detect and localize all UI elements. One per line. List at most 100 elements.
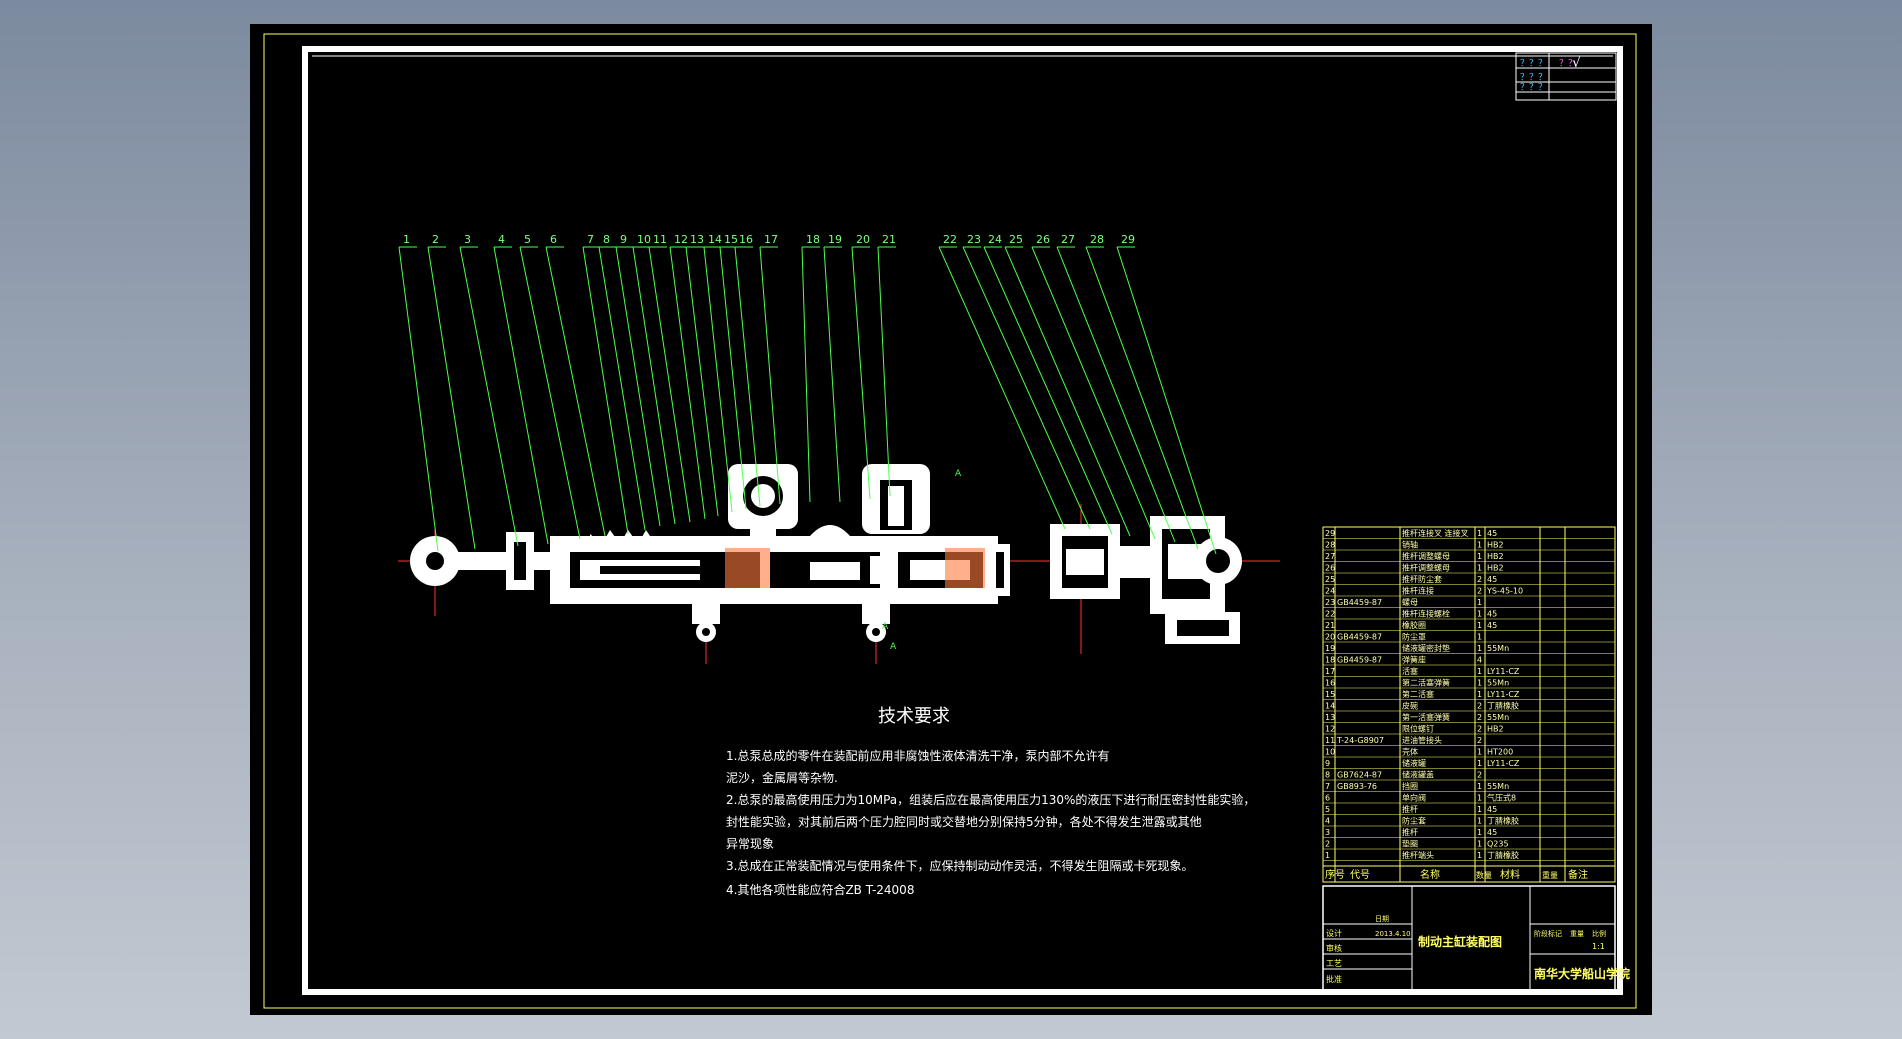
- bom-cell: 推杆调整螺母: [1402, 551, 1450, 561]
- tb-approve-label: 批准: [1326, 974, 1342, 984]
- bom-cell: GB4459-87: [1337, 633, 1382, 642]
- part-label-1: 1: [403, 233, 410, 246]
- bom-cell: 气压式8: [1487, 793, 1516, 803]
- bom-cell: 1: [1477, 667, 1482, 676]
- bom-cell: 15: [1325, 690, 1335, 699]
- bom-cell: 1: [1477, 633, 1482, 642]
- bom-header-mat: 材料: [1500, 868, 1520, 881]
- tech-line-6: 3.总成在正常装配情况与使用条件下，应保持制动动作灵活，不得发生阻隔或卡死现象。: [726, 858, 1193, 873]
- bom-cell: 皮碗: [1402, 701, 1418, 711]
- bom-cell: 11: [1325, 736, 1335, 745]
- bom-cell: 1: [1477, 805, 1482, 814]
- bom-header-name: 名称: [1420, 868, 1440, 881]
- bom-cell: Q235: [1487, 840, 1509, 849]
- leader-line: [1031, 246, 1156, 540]
- leader-line: [719, 246, 747, 510]
- bom-cell: 防尘罩: [1402, 632, 1426, 642]
- leader-line: [877, 246, 891, 497]
- bom-cell: 45: [1487, 828, 1497, 837]
- bom-cell: 1: [1477, 782, 1482, 791]
- master-cylinder-section: [398, 464, 1280, 664]
- bom-cell: 防尘套: [1402, 816, 1426, 826]
- part-label-28: 28: [1090, 233, 1104, 246]
- bom-cell: 2: [1477, 702, 1482, 711]
- tech-line-3: 2.总泵的最高使用压力为10MPa，组装后应在最高使用压力130%的液压下进行耐…: [726, 792, 1255, 807]
- bom-cell: 1: [1477, 644, 1482, 653]
- bom-cell: 单向阀: [1402, 793, 1426, 803]
- bom-cell: 14: [1325, 702, 1335, 711]
- part-label-22: 22: [943, 233, 957, 246]
- bom-cell: 55Mn: [1487, 679, 1509, 688]
- tb-date-label: 日期: [1375, 915, 1389, 923]
- bom-cell: 2: [1477, 575, 1482, 584]
- leader-line: [962, 246, 1091, 530]
- bom-cell: 1: [1477, 621, 1482, 630]
- part-label-2: 2: [432, 233, 439, 246]
- bom-cell: 第二活塞: [1402, 689, 1434, 699]
- part-label-3: 3: [464, 233, 471, 246]
- bom-cell: 丁腈橡胶: [1487, 850, 1519, 860]
- part-label-10: 10: [637, 233, 651, 246]
- bom-cell: 推杆连接螺栓: [1402, 609, 1450, 619]
- bom-cell: GB4459-87: [1337, 598, 1382, 607]
- bom-cell: 8: [1325, 771, 1330, 780]
- bom-cell: 限位螺钉: [1402, 724, 1434, 734]
- bom-cell: 45: [1487, 575, 1497, 584]
- school-name: 南华大学船山学院: [1534, 966, 1630, 981]
- tb-date-value: 2013.4.10: [1375, 930, 1411, 938]
- tech-line-7: 4.其他各项性能应符合ZB T-24008: [726, 882, 914, 897]
- revision-mark-2: ？？？: [1520, 73, 1547, 83]
- bom-cell: 推杆: [1402, 804, 1418, 814]
- bom-header-qty: 数量: [1476, 870, 1492, 880]
- section-marker-a-3: A: [890, 642, 897, 652]
- bom-cell: 储液罐密封垫: [1402, 643, 1450, 653]
- leader-line: [983, 246, 1113, 535]
- drawing-title: 制动主缸装配图: [1418, 934, 1502, 949]
- bom-cell: 45: [1487, 610, 1497, 619]
- bom-cell: 2: [1477, 771, 1482, 780]
- bom-header-remark: 备注: [1568, 868, 1588, 881]
- leader-line: [598, 246, 646, 531]
- bom-cell: 17: [1325, 667, 1335, 676]
- bom-cell: GB893-76: [1337, 782, 1377, 791]
- tech-line-2: 泥沙，金属屑等杂物.: [726, 770, 838, 785]
- bom-cell: 1: [1477, 541, 1482, 550]
- leader-line: [801, 246, 811, 503]
- bom-cell: LY11-CZ: [1487, 667, 1520, 676]
- bom-cell: 推杆防尘套: [1402, 574, 1442, 584]
- part-label-19: 19: [828, 233, 842, 246]
- part-label-8: 8: [603, 233, 610, 246]
- revision-mark-3: ？？？: [1520, 83, 1547, 93]
- bom-cell: 1: [1477, 690, 1482, 699]
- bom-cell: 1: [1477, 828, 1482, 837]
- part-label-7: 7: [587, 233, 594, 246]
- bom-cell: 1: [1477, 794, 1482, 803]
- bom-cell: 2: [1477, 713, 1482, 722]
- inner-frame: [302, 46, 1623, 995]
- cad-viewport[interactable]: ？？？ ？？？ ？？？ ？？ √: [250, 24, 1652, 1015]
- bom-cell: 18: [1325, 656, 1335, 665]
- bom-cell: 丁腈橡胶: [1487, 816, 1519, 826]
- bom-cell: 16: [1325, 679, 1335, 688]
- bom-cell: 2: [1477, 736, 1482, 745]
- tb-check-label: 审核: [1326, 943, 1342, 953]
- bom-cell: 1: [1477, 817, 1482, 826]
- bom-cell: 23: [1325, 598, 1335, 607]
- bom-cell: T-24-G8907: [1336, 736, 1384, 745]
- bom-cell: GB7624-87: [1337, 771, 1382, 780]
- tech-requirements-title: 技术要求: [878, 706, 950, 727]
- leader-line: [648, 246, 691, 523]
- revision-qmarks: ？？: [1559, 59, 1577, 69]
- bom-cell: 7: [1325, 782, 1330, 791]
- tb-process-label: 工艺: [1326, 959, 1342, 968]
- leader-line: [851, 246, 871, 500]
- part-label-27: 27: [1061, 233, 1075, 246]
- leader-line: [493, 246, 549, 545]
- bom-cell: 55Mn: [1487, 713, 1509, 722]
- part-label-20: 20: [856, 233, 870, 246]
- tech-line-1: 1.总泵总成的零件在装配前应用非腐蚀性液体清洗干净，泵内部不允许有: [726, 748, 1109, 763]
- bom-cell: 活塞: [1402, 666, 1418, 676]
- leader-line: [1116, 246, 1217, 555]
